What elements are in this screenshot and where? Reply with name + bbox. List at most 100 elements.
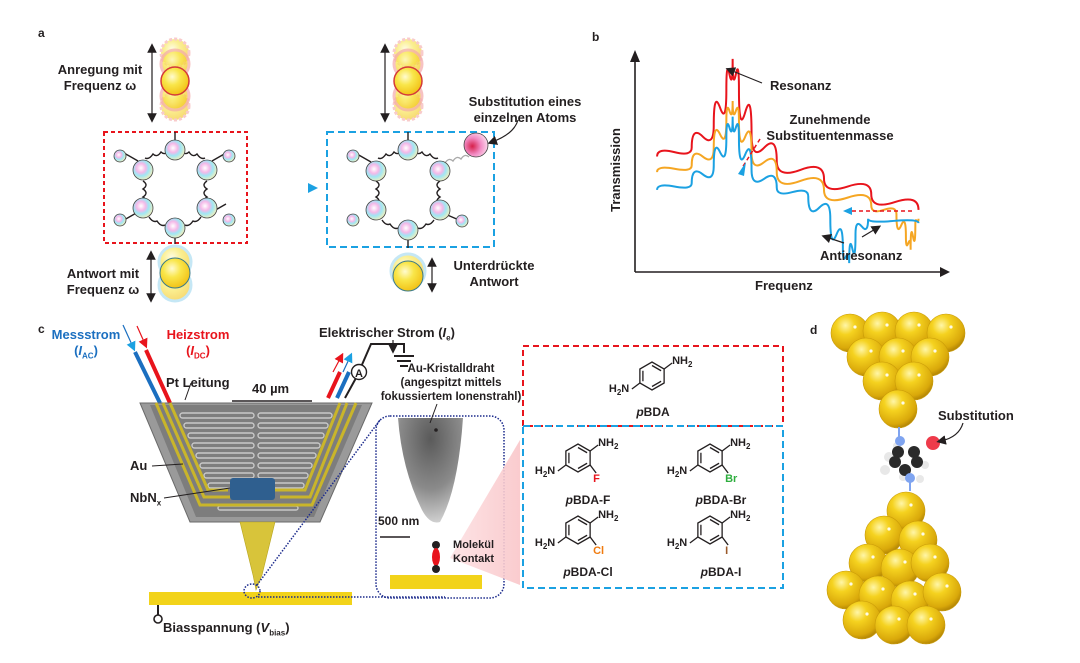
substitution-3d-pointer xyxy=(936,422,964,445)
au-crystal-wire-tip xyxy=(398,418,463,523)
bias-terminal-icon xyxy=(153,614,163,624)
au-crystal-wire-label: Au-Kristalldraht (angespitzt mittels fok… xyxy=(376,362,526,404)
au-wire-line2: (angespitzt mittels xyxy=(400,377,502,389)
au-tip-body xyxy=(239,521,276,592)
substitution-pointer-arrow xyxy=(487,119,519,145)
nbn-text: NbN xyxy=(130,490,157,505)
heater-meander-segment xyxy=(257,472,309,479)
heater-meander-segment xyxy=(191,442,255,449)
ring-atoms-right xyxy=(346,139,469,241)
excitation-oscillator xyxy=(159,37,191,122)
y-axis-arrowhead xyxy=(630,50,640,62)
bias-text: Biasspannung ( xyxy=(163,620,261,635)
heater-meander-segment xyxy=(257,422,329,429)
substituent-mass-label: Zunehmende Substituentenmasse xyxy=(760,112,900,144)
ammeter-label: A xyxy=(355,368,363,380)
panel-letter-b: b xyxy=(592,30,600,44)
heating-current-label: Heizstrom (IDC) xyxy=(160,327,236,365)
double-bond xyxy=(709,462,720,470)
excitation-label-line1: Anregung mit xyxy=(57,62,143,77)
measure-current-lead xyxy=(133,351,162,404)
zoom-region-marker xyxy=(243,583,261,599)
pt-line-label: Pt Leitung xyxy=(166,375,230,390)
double-bond xyxy=(651,380,662,388)
atom-group-label: H2N xyxy=(608,383,630,398)
antiresonance-label: Antiresonanz xyxy=(820,248,903,263)
heater-meander-segment xyxy=(257,452,317,459)
inset-substrate xyxy=(390,575,482,589)
y-axis-label: Transmission xyxy=(607,128,623,212)
atom-group-label: Br xyxy=(725,473,738,485)
panel-letter-a: a xyxy=(38,26,45,40)
measure-current-label: Messstrom (IAC) xyxy=(48,327,124,365)
transmission-chart xyxy=(630,50,950,277)
au-wire-line3: fokussiertem Ionenstrahl) xyxy=(380,391,522,403)
chart-series-1 xyxy=(656,101,920,250)
atom-group-label: NH2 xyxy=(672,355,693,370)
substitution-label-line2: einzelnen Atoms xyxy=(473,110,577,125)
gold-atom xyxy=(842,600,882,640)
substituent-atom xyxy=(463,132,489,158)
heater-meander-segment xyxy=(257,442,321,449)
resonance-label: Resonanz xyxy=(770,78,832,93)
molecule-name-pbda-i: pBDA-I xyxy=(676,564,766,580)
nbn-thermometer xyxy=(230,478,275,500)
atom-group-label: Cl xyxy=(593,545,605,557)
atom-group-label: NH2 xyxy=(730,509,751,524)
bias-voltage-label: Biasspannung (Vbias) xyxy=(163,620,290,642)
substituent-atom-3d xyxy=(926,436,940,450)
benzene-ring-model-substituted xyxy=(356,132,470,248)
mass-label-line1: Zunehmende xyxy=(789,112,871,127)
chart-series-0 xyxy=(656,58,920,210)
double-bond xyxy=(709,534,720,542)
panel-c-graphics xyxy=(122,324,520,624)
heater-meander-segment xyxy=(187,432,255,439)
name-prefix: p xyxy=(695,493,703,507)
bias-symbol: V xyxy=(260,620,270,635)
molecule-name-pbda-br: pBDA-Br xyxy=(676,492,766,508)
heater-meander-segment xyxy=(257,432,325,439)
excitation-label-line2: Frequenz ω xyxy=(63,78,137,93)
atom-group-label: NH2 xyxy=(730,437,751,452)
excitation-oscillator-substituted xyxy=(392,37,424,122)
molecule-contact-line2: Kontakt xyxy=(453,553,494,565)
double-bond xyxy=(577,534,588,542)
chart-series-2 xyxy=(656,116,920,264)
scale-500nm-label: 500 nm xyxy=(378,514,420,528)
panel-letter-c: c xyxy=(38,322,45,336)
gold-cluster-junction xyxy=(826,311,966,645)
atom-group-label: NH2 xyxy=(598,509,619,524)
bias-close: ) xyxy=(285,620,290,635)
electric-current-text: Elektrischer Strom ( xyxy=(319,325,443,340)
heating-current-text: Heizstrom xyxy=(166,327,230,342)
heater-meander-segment xyxy=(257,412,333,419)
electric-current-subscript: e xyxy=(446,333,451,343)
measure-current-text: Messstrom xyxy=(51,327,121,342)
response-label-line1: Antwort mit xyxy=(66,266,140,281)
double-bond xyxy=(577,462,588,470)
atom-group-label: H2N xyxy=(666,537,688,552)
name-text: BDA-I xyxy=(708,565,742,579)
x-axis-label: Frequenz xyxy=(755,278,813,293)
response-label: Antwort mit Frequenz ω xyxy=(58,266,148,298)
single-atom-substitution-label: Substitution eines einzelnen Atoms xyxy=(455,94,595,126)
ammeter-icon xyxy=(350,363,368,381)
au-wire-line1: Au-Kristalldraht xyxy=(407,363,495,375)
atom-group-label: I xyxy=(725,545,729,557)
atom-group-label: F xyxy=(593,473,600,485)
suppressed-response-label: Unterdrückte Antwort xyxy=(444,258,544,290)
transition-arrow-head xyxy=(308,183,318,193)
molecule-name-pbda-cl: pBDA-Cl xyxy=(543,564,633,580)
panel-letter-d: d xyxy=(810,323,818,337)
molecule-contact-line1: Molekül xyxy=(453,539,494,551)
name-text: BDA-Br xyxy=(703,493,747,507)
molecule-name-pbda: pBDA xyxy=(613,404,693,420)
scale-40um-label: 40 µm xyxy=(252,381,290,396)
measure-current-subscript: AC xyxy=(82,351,94,361)
heating-current-symbol: I xyxy=(190,343,195,358)
atom-group-label: H2N xyxy=(534,465,556,480)
nbn-subscript: x xyxy=(156,498,162,508)
atom-group-label: H2N xyxy=(666,465,688,480)
double-bond xyxy=(709,518,720,526)
bridging-molecule xyxy=(880,422,964,491)
